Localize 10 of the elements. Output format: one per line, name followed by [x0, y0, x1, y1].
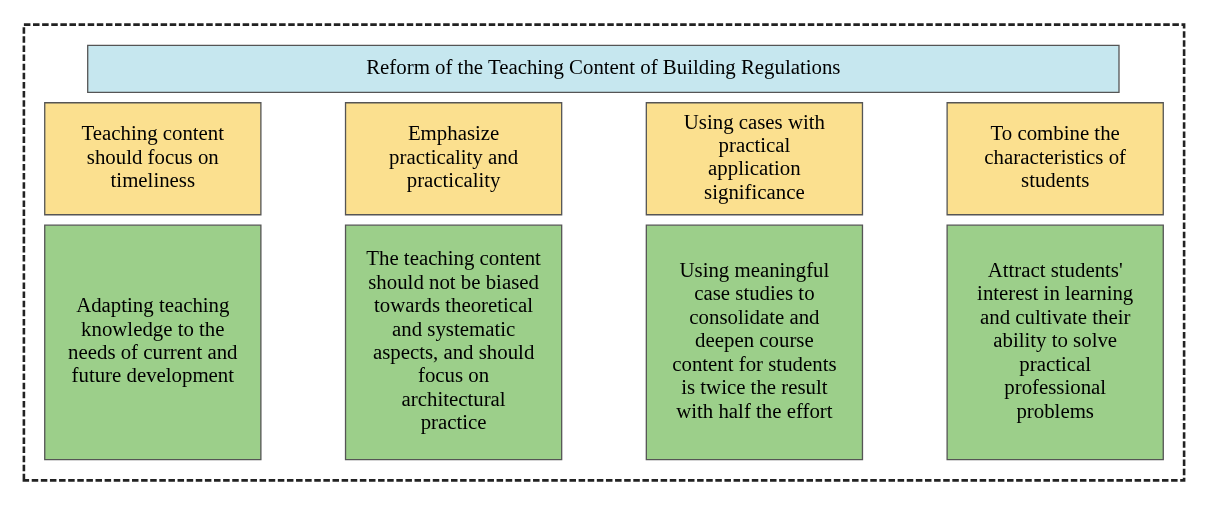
node-box: Teaching content should focus on timeliness [44, 102, 262, 216]
cluster [22, 23, 1186, 482]
node-box: The teaching content should not be biased towards theoretical and systematic aspects, and should focus on architectural practice [344, 224, 563, 461]
node-box: Adapting teaching knowledge to the needs of current and future development [44, 224, 262, 461]
node-box: Attract students' interest in learning and cultivate their ability to solve practical professional problems [946, 224, 1164, 461]
node-box: Emphasize practicality and practicality [344, 102, 563, 216]
node-box: To combine the characteristics of students [946, 102, 1164, 216]
node-box: Using meaningful case studies to consolidate and deepen course content for students is twice the result with half the effort [645, 224, 864, 461]
node-box: Using cases with practical application significance [645, 102, 864, 216]
node-box: Reform of the Teaching Content of Building Regulations [87, 44, 1120, 93]
